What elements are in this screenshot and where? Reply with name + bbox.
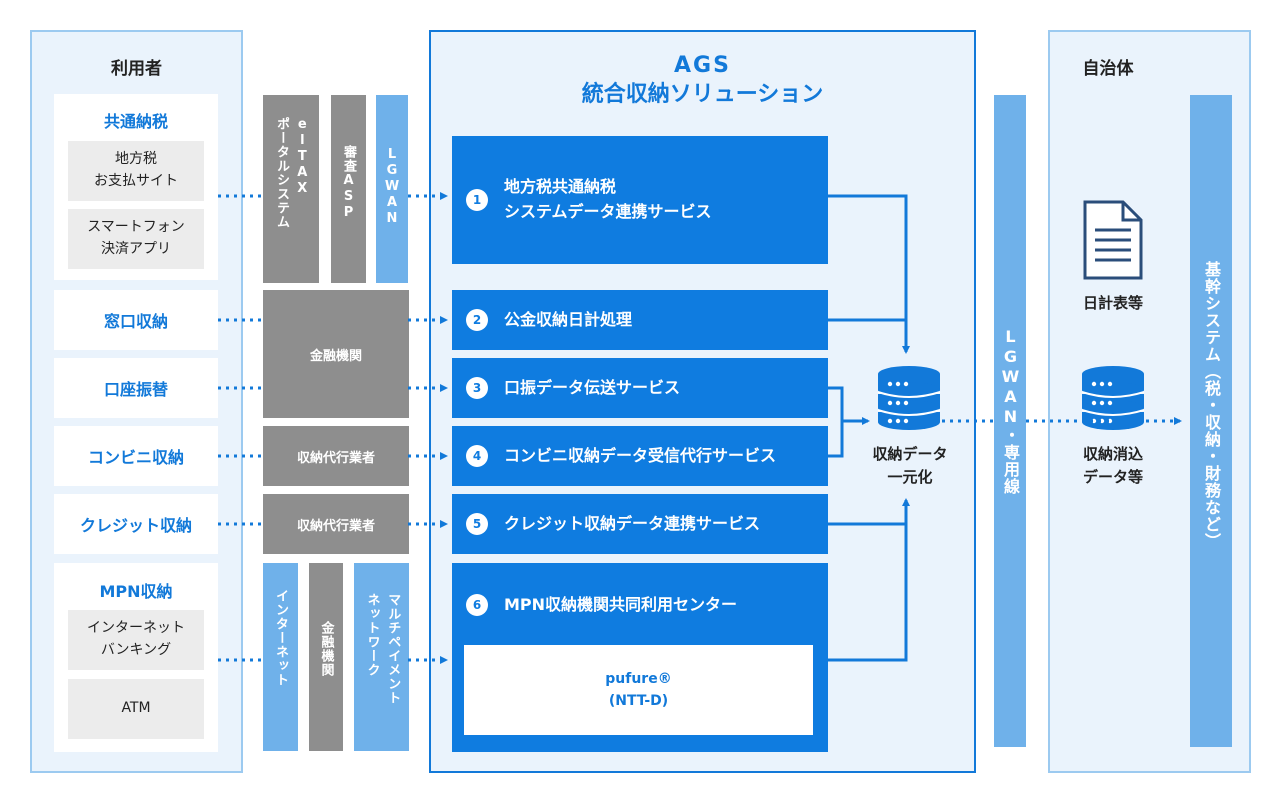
database-icon bbox=[1081, 366, 1145, 430]
unify-label: 収納データ 一元化 bbox=[872, 445, 948, 486]
municipality-panel-title: 自治体 bbox=[1082, 59, 1134, 79]
local-tax-payment-site: 地方税 お支払サイト bbox=[68, 141, 204, 201]
financial-institution: 金融機関 bbox=[263, 290, 409, 418]
daily-report-label: 日計表等 bbox=[1082, 294, 1143, 312]
service-2-number: 2 bbox=[466, 309, 488, 331]
financial-institution-mpn-label: 金融機関 bbox=[318, 621, 334, 677]
payment-agent-2: 収納代行業者 bbox=[263, 494, 409, 554]
service-4-label: コンビニ収納データ受信代行サービス bbox=[504, 445, 777, 465]
service-5-number: 5 bbox=[466, 513, 488, 535]
service-4-number: 4 bbox=[466, 445, 488, 467]
service-3-number: 3 bbox=[466, 377, 488, 399]
core-system: 基幹システム（税・収納・財務など） bbox=[1190, 95, 1232, 747]
pufure-line2: (NTT-D) bbox=[608, 693, 669, 709]
group-convenience-store: コンビニ収納 bbox=[54, 426, 218, 486]
lgwan-dedicated-line: LGWAN・専用線 bbox=[994, 95, 1026, 747]
ags-title-line2: 統合収納ソリューション bbox=[581, 81, 824, 107]
pufure-line1: pufure® bbox=[605, 670, 672, 687]
multipayment-network-label: マルチペイメント ネットワーク bbox=[364, 593, 401, 705]
payment-agent-1: 収納代行業者 bbox=[263, 426, 409, 486]
reconciliation-data-label: 収納消込 データ等 bbox=[1082, 445, 1143, 486]
service-4: 4 コンビニ収納データ受信代行サービス bbox=[452, 426, 828, 486]
service-3-label: 口振データ伝送サービス bbox=[504, 377, 681, 397]
service-6-label: MPN収納機関共同利用センター bbox=[504, 595, 738, 614]
database-icon bbox=[877, 366, 941, 430]
shinsa-asp-label: 審査ASP bbox=[341, 145, 356, 221]
group-counter-payment: 窓口収納 bbox=[54, 290, 218, 350]
group-credit: クレジット収納 bbox=[54, 494, 218, 554]
service-5-label: クレジット収納データ連携サービス bbox=[504, 513, 761, 533]
users-panel-title: 利用者 bbox=[111, 59, 162, 79]
lgwan-small: LGWAN bbox=[376, 95, 408, 283]
shinsa-asp: 審査ASP bbox=[331, 95, 366, 283]
document-icon bbox=[1083, 200, 1143, 280]
internet-label: インターネット bbox=[273, 589, 288, 687]
service-1: 1 地方税共通納税 システムデータ連携サービス bbox=[452, 136, 828, 264]
group-convenience-store-label: コンビニ収納 bbox=[87, 448, 184, 467]
core-system-label: 基幹システム（税・収納・財務など） bbox=[1202, 261, 1221, 550]
group-account-transfer-label: 口座振替 bbox=[103, 380, 168, 399]
payment-agent-1-label: 収納代行業者 bbox=[296, 450, 375, 466]
group-common-tax-label: 共通納税 bbox=[103, 112, 168, 131]
eltax-portal: elTAX ポータルシステム bbox=[263, 95, 319, 283]
group-account-transfer: 口座振替 bbox=[54, 358, 218, 418]
service-5: 5 クレジット収納データ連携サービス bbox=[452, 494, 828, 554]
service-2-label: 公金収納日計処理 bbox=[504, 309, 633, 329]
group-credit-label: クレジット収納 bbox=[79, 516, 192, 535]
payment-agent-2-label: 収納代行業者 bbox=[296, 518, 375, 534]
smartphone-payment-app: スマートフォン 決済アプリ bbox=[68, 209, 204, 269]
atm: ATM bbox=[68, 679, 204, 739]
service-2: 2 公金収納日計処理 bbox=[452, 290, 828, 350]
lgwan-dedicated-line-label: LGWAN・専用線 bbox=[1001, 327, 1020, 495]
service-1-label: 地方税共通納税 システムデータ連携サービス bbox=[504, 177, 712, 221]
pufure-box: pufure® (NTT-D) bbox=[464, 645, 813, 735]
financial-institution-mpn: 金融機関 bbox=[309, 563, 343, 751]
internet-banking: インターネット バンキング bbox=[68, 610, 204, 670]
financial-institution-label: 金融機関 bbox=[309, 348, 362, 364]
lgwan-small-label: LGWAN bbox=[384, 147, 400, 227]
service-1-number: 1 bbox=[466, 189, 488, 211]
group-mpn-label: MPN収納 bbox=[99, 582, 173, 601]
multipayment-network: マルチペイメント ネットワーク bbox=[354, 563, 409, 751]
ags-title: AGS 統合収納ソリューション bbox=[429, 52, 976, 109]
service-6-number: 6 bbox=[466, 594, 488, 616]
ags-title-line1: AGS bbox=[674, 53, 731, 78]
service-3: 3 口振データ伝送サービス bbox=[452, 358, 828, 418]
group-counter-payment-label: 窓口収納 bbox=[103, 312, 168, 331]
internet: インターネット bbox=[263, 563, 298, 751]
eltax-portal-label: elTAX ポータルシステム bbox=[274, 117, 310, 229]
